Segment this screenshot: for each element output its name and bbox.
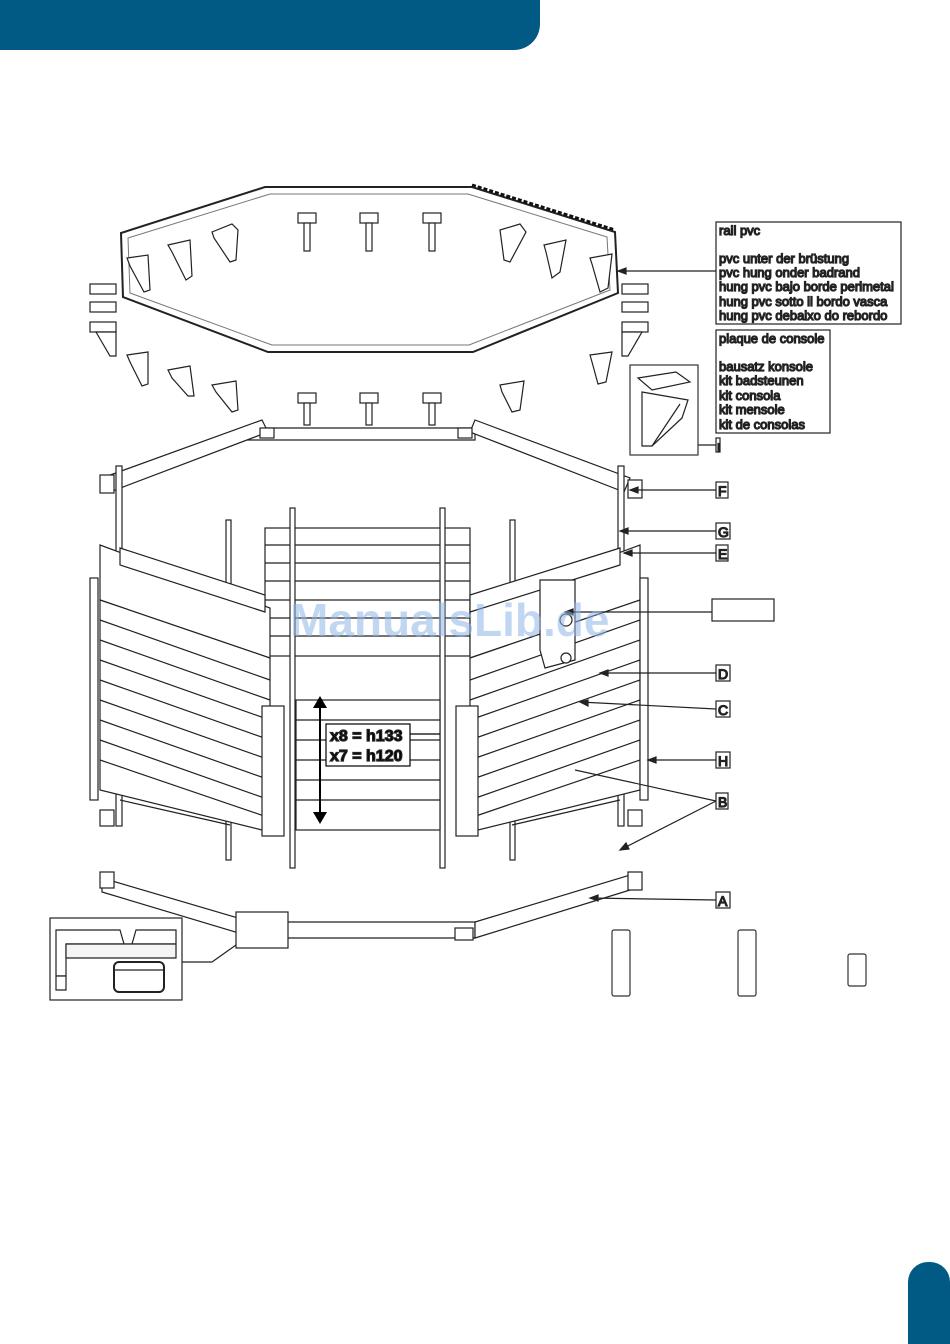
console-line-0: plaque de console: [719, 331, 825, 346]
rail-line-0: rail pvc: [719, 223, 761, 238]
bracket-bottom-6: [423, 393, 441, 425]
console-line-3: kit badsteunen: [719, 373, 804, 388]
rail-pvc-callout: rail pvc pvc unter der brüstung pvc hung…: [618, 222, 901, 324]
label-C: C: [718, 702, 728, 718]
rail-line-3: pvc hung onder badrand: [719, 265, 860, 280]
label-B: B: [718, 794, 727, 810]
console-line-6: kit de consolas: [719, 417, 805, 432]
label-H: H: [718, 753, 728, 769]
bracket-bottom-1: [127, 352, 148, 386]
board-profile-2: [738, 930, 756, 996]
console-line-5: kit mensole: [719, 402, 785, 417]
bracket-bottom-2: [168, 366, 194, 396]
pool-walls: [90, 420, 648, 940]
board-profiles: [612, 930, 866, 996]
console-line-2: bausatz konsole: [719, 359, 813, 374]
bracket-bottom-5: [360, 393, 378, 425]
label-I: I: [717, 442, 720, 454]
label-D: D: [718, 666, 728, 682]
joint-detail-inset: [50, 912, 288, 1000]
bracket-bottom-8: [590, 352, 612, 384]
bracket-left-side: [90, 284, 116, 356]
rail-line-2: pvc unter der brüstung: [719, 251, 849, 266]
bracket-bottom-4: [298, 393, 316, 425]
rail-line-4: hung pvc bajo borde perimetal: [719, 279, 894, 294]
label-G: G: [718, 524, 729, 540]
height-note-line1: x8 = h133: [330, 728, 403, 745]
bracket-right-side: [622, 284, 648, 356]
bracket-bottom-3: [212, 381, 238, 412]
bracket-bottom-7: [500, 381, 524, 412]
rail-line-6: hung pvc debaixo do rebordo: [719, 308, 887, 323]
watermark: ManualsLib.de: [290, 594, 609, 646]
label-E: E: [718, 546, 727, 562]
board-profile-3: [848, 954, 866, 986]
rail-line-5: hung pvc sotto il bordo vasca: [719, 294, 888, 309]
board-profile-1: [612, 930, 630, 996]
pvc-rail-octagon: [121, 185, 618, 352]
console-line-4: kit consola: [719, 388, 781, 403]
height-note-line2: x7 = h120: [330, 748, 403, 765]
console-kit-detail: [630, 365, 720, 455]
label-A: A: [718, 893, 728, 909]
label-F: F: [718, 483, 727, 499]
console-callout: plaque de console bausatz konsole kit ba…: [716, 330, 830, 433]
